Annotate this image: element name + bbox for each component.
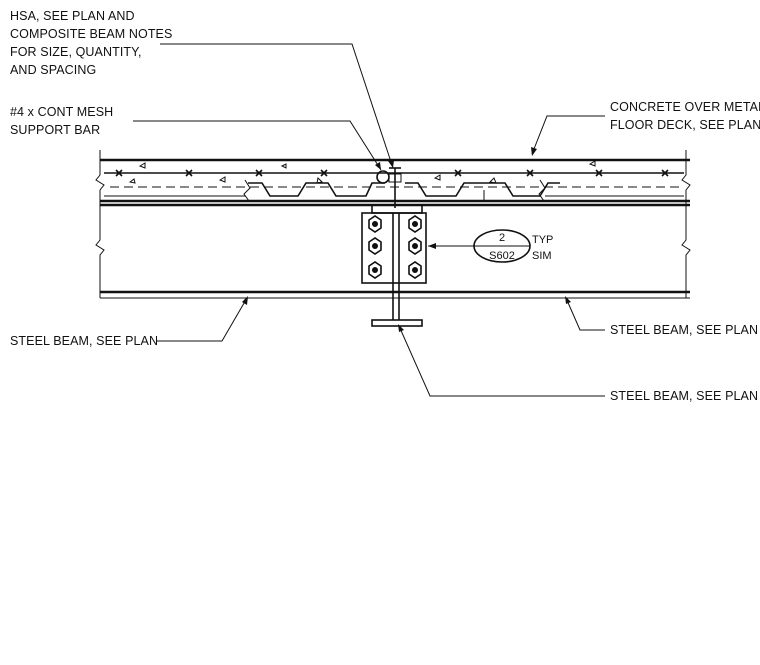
detail-number: 2 xyxy=(499,232,505,244)
bolt xyxy=(408,237,422,255)
note-concrete-line-2: FLOOR DECK, SEE PLAN xyxy=(610,118,760,132)
detail-typ: TYP xyxy=(532,234,553,246)
note-steel-beam-bottom: STEEL BEAM, SEE PLAN xyxy=(610,389,758,403)
leaders xyxy=(133,43,605,397)
bolt xyxy=(368,261,382,279)
bolt xyxy=(368,215,382,233)
detail-tag[interactable]: 2 S602 TYP SIM xyxy=(428,229,553,263)
bolt xyxy=(408,215,422,233)
note-steel-beam-left: STEEL BEAM, SEE PLAN xyxy=(10,334,158,348)
shear-tab-plate xyxy=(361,212,427,284)
note-mesh-line-1: #4 x CONT MESH xyxy=(10,105,113,119)
bolts xyxy=(368,215,422,279)
note-hsa-line-3: FOR SIZE, QUANTITY, xyxy=(10,45,142,59)
bolt xyxy=(368,237,382,255)
concrete-slab xyxy=(95,150,691,210)
note-concrete: CONCRETE OVER METAL FLOOR DECK, SEE PLAN xyxy=(610,100,760,132)
note-hsa-line-2: COMPOSITE BEAM NOTES xyxy=(10,27,172,41)
detail-sim: SIM xyxy=(532,250,552,262)
note-hsa: HSA, SEE PLAN AND COMPOSITE BEAM NOTES F… xyxy=(10,9,172,77)
detail-sheet: S602 xyxy=(489,250,515,262)
mesh-support-bar xyxy=(376,170,390,184)
note-mesh: #4 x CONT MESH SUPPORT BAR xyxy=(10,105,113,137)
note-concrete-line-1: CONCRETE OVER METAL xyxy=(610,100,760,114)
concrete-aggregate xyxy=(128,160,596,184)
bolt xyxy=(408,261,422,279)
note-hsa-line-1: HSA, SEE PLAN AND xyxy=(10,9,135,23)
note-hsa-line-4: AND SPACING xyxy=(10,63,96,77)
mesh-bar-markers xyxy=(115,169,669,177)
metal-floor-deck xyxy=(104,179,684,202)
note-steel-beam-right: STEEL BEAM, SEE PLAN xyxy=(610,323,758,337)
note-mesh-line-2: SUPPORT BAR xyxy=(10,123,100,137)
